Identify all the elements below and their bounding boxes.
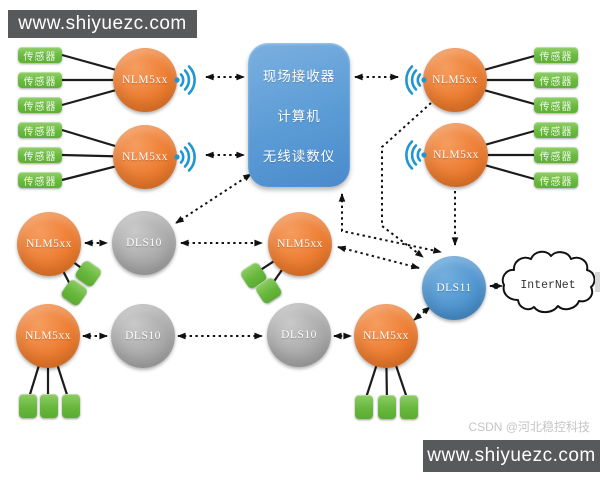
sensor-label: 传感器 [23,76,57,88]
sensor-right-4: 传感器 [534,122,578,138]
sensor-left-6: 传感器 [18,172,62,188]
sensor-label: 传感器 [539,151,573,163]
watermark-text: CSDN @河北稳控科技 [468,420,590,434]
internet-label: InterNet [520,278,576,292]
node-nlm-left-2: NLM5xx [113,125,177,189]
node-label: NLM5xx [277,238,323,250]
node-nlm-left-1: NLM5xx [113,48,177,112]
data-block [378,395,396,419]
bottom-banner: www.shiyuezc.com [423,440,600,472]
node-label: NLM5xx [363,330,409,342]
receiver-line-2: 计算机 [277,109,321,124]
sensor-left-1: 传感器 [18,47,62,63]
dashed-arrows [82,73,503,340]
sensor-label: 传感器 [23,126,57,138]
node-label: NLM5xx [122,74,168,86]
node-dls10-mid: DLS10 [112,211,176,275]
node-label: NLM5xx [122,151,168,163]
sensor-left-2: 传感器 [18,72,62,88]
sensor-label: 传感器 [539,76,573,88]
receiver-line-3: 无线读数仪 [262,149,336,164]
node-label: DLS10 [281,329,317,341]
node-nlm-right-2: NLM5xx [424,123,488,187]
sensor-label: 传感器 [23,176,57,188]
wifi-icon [174,65,196,95]
cloud-icon [501,250,596,314]
top-banner-text: www.shiyuezc.com [18,13,187,34]
watermark: CSDN @河北稳控科技 [468,418,590,435]
sensor-label: 传感器 [539,126,573,138]
sensor-label: 传感器 [23,51,57,63]
receiver-box: 现场接收器 计算机 无线读数仪 [248,43,350,187]
node-nlm-bottom-right: NLM5xx [354,304,418,368]
wifi-icon [174,142,196,172]
bottom-banner-text: www.shiyuezc.com [427,445,596,466]
sensor-label: 传感器 [539,101,573,113]
data-block [19,394,37,418]
node-label: NLM5xx [432,74,478,86]
sensor-label: 传感器 [539,51,573,63]
sensor-left-5: 传感器 [18,147,62,163]
node-label: DLS10 [125,330,161,342]
data-block [355,395,373,419]
sensor-right-6: 传感器 [534,172,578,188]
node-label: DLS11 [436,282,472,294]
data-block [400,395,418,419]
node-label: NLM5xx [25,330,71,342]
sensor-right-2: 传感器 [534,72,578,88]
node-dls10-bottom-1: DLS10 [111,304,175,368]
receiver-line-1: 现场接收器 [262,69,336,84]
node-dls10-bottom-2: DLS10 [267,303,331,367]
node-nlm-right-1: NLM5xx [423,48,487,112]
node-label: NLM5xx [433,149,479,161]
data-block [40,394,58,418]
node-nlm-bottom-left: NLM5xx [16,304,80,368]
sensor-right-5: 传感器 [534,147,578,163]
node-label: DLS10 [126,237,162,249]
wifi-icon [405,140,427,170]
node-nlm-mid-center: NLM5xx [268,212,332,276]
sensor-left-3: 传感器 [18,97,62,113]
node-nlm-mid-left: NLM5xx [17,212,81,276]
node-label: NLM5xx [26,238,72,250]
top-banner: www.shiyuezc.com [8,10,197,38]
wifi-icon [405,65,427,95]
internet-cloud: InterNet [498,248,598,320]
node-dls11: DLS11 [422,256,486,320]
sensor-label: 传感器 [539,176,573,188]
data-block [62,394,80,418]
sensor-right-3: 传感器 [534,97,578,113]
sensor-label: 传感器 [23,101,57,113]
sensor-left-4: 传感器 [18,122,62,138]
sensor-right-1: 传感器 [534,47,578,63]
sensor-label: 传感器 [23,151,57,163]
edge-artifact [595,272,600,292]
